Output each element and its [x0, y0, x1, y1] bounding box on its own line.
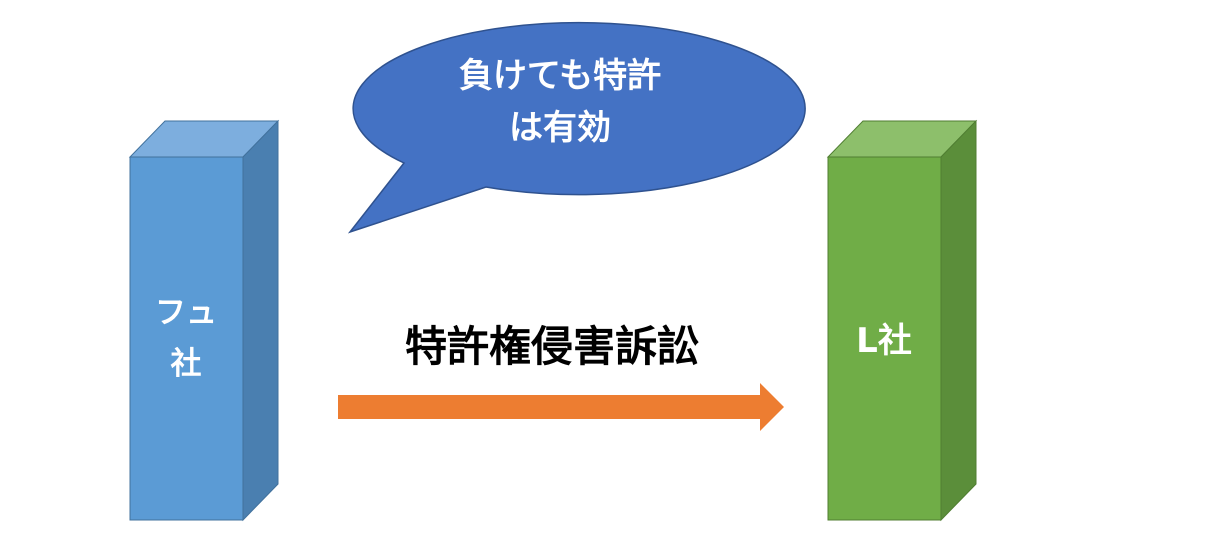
- speech-bubble: 負けても特許 は有効: [347, 21, 806, 234]
- lawsuit-arrow: [338, 383, 784, 431]
- left-block-side-face: [242, 119, 279, 522]
- right-block-side-face: [940, 119, 977, 522]
- right-block-label: L社: [856, 321, 912, 361]
- right-company-block: L社: [826, 119, 978, 522]
- right-block-front-face: [827, 156, 942, 521]
- speech-bubble-shape: [347, 21, 806, 234]
- lawsuit-label: 特許権侵害訴訟: [405, 322, 699, 371]
- speech-bubble-text-line2: は有効: [509, 108, 611, 148]
- left-block-label-line2: 社: [171, 346, 202, 382]
- left-block-label-line1: フュ: [155, 295, 217, 331]
- speech-bubble-text-line1: 負けても特許: [459, 56, 661, 96]
- left-company-block: フュ 社: [128, 119, 280, 522]
- left-block-front-face: [129, 156, 244, 521]
